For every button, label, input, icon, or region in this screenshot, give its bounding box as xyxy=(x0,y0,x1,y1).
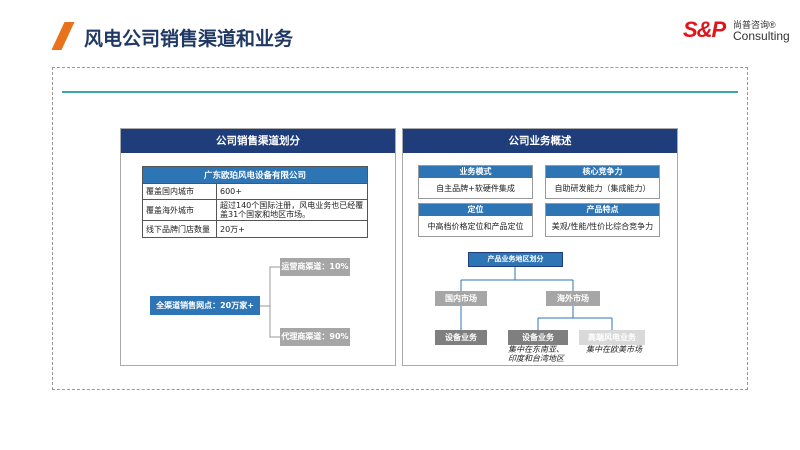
tree-root: 全渠道销售网点：20万家+ xyxy=(150,296,260,315)
card-positioning: 定位中高档价格定位和产品定位 xyxy=(418,203,533,237)
card-body: 中高档价格定位和产品定位 xyxy=(427,221,524,231)
logo-cn: 尚普咨询® xyxy=(733,20,776,30)
domestic-equipment: 设备业务 xyxy=(435,330,487,345)
card-head: 产品特点 xyxy=(546,204,659,216)
card-head: 核心竞争力 xyxy=(546,166,659,178)
card-body: 自主品牌+软硬件集成 xyxy=(436,183,515,193)
region-root: 产品业务地区划分 xyxy=(468,252,563,267)
cell: 20万+ xyxy=(216,220,368,239)
logo-en: Consulting xyxy=(733,29,790,43)
channel-operator: 运营商渠道：10% xyxy=(280,258,350,276)
card-head: 业务模式 xyxy=(419,166,532,178)
divider xyxy=(62,91,738,93)
logo-mark: S&P xyxy=(683,17,726,42)
card-body: 自助研发能力（集成能力） xyxy=(554,183,651,193)
card-business-model: 业务模式自主品牌+软硬件集成 xyxy=(418,165,533,199)
domestic-market: 国内市场 xyxy=(435,291,487,306)
note-southeast-asia: 集中在东南亚、印度和台湾地区 xyxy=(508,345,564,363)
cell: 超过140个国际注册，风电业务也已经覆盖31个国家和地区市场。 xyxy=(216,198,368,222)
panel-title: 公司销售渠道划分 xyxy=(121,129,395,153)
content-frame xyxy=(52,67,748,390)
card-head: 定位 xyxy=(419,204,532,216)
card-body: 美观/性能/性价比综合竞争力 xyxy=(551,221,654,231)
panel-title: 公司业务概述 xyxy=(403,129,677,153)
page-title: 风电公司销售渠道和业务 xyxy=(84,28,294,50)
cell: 覆盖海外城市 xyxy=(142,198,217,222)
logo: S&P 尚普咨询® Consulting xyxy=(683,17,790,43)
overseas-market: 海外市场 xyxy=(546,291,600,306)
overseas-equipment: 设备业务 xyxy=(508,330,568,345)
channel-agent: 代理商渠道：90% xyxy=(280,328,350,346)
overseas-high-end: 高端风电业务 xyxy=(579,330,645,345)
card-product-features: 产品特点美观/性能/性价比综合竞争力 xyxy=(545,203,660,237)
note-euro-america: 集中在欧美市场 xyxy=(586,345,642,354)
table-row: 覆盖海外城市超过140个国际注册，风电业务也已经覆盖31个国家和地区市场。 xyxy=(142,198,368,222)
card-core-competence: 核心竞争力自助研发能力（集成能力） xyxy=(545,165,660,199)
